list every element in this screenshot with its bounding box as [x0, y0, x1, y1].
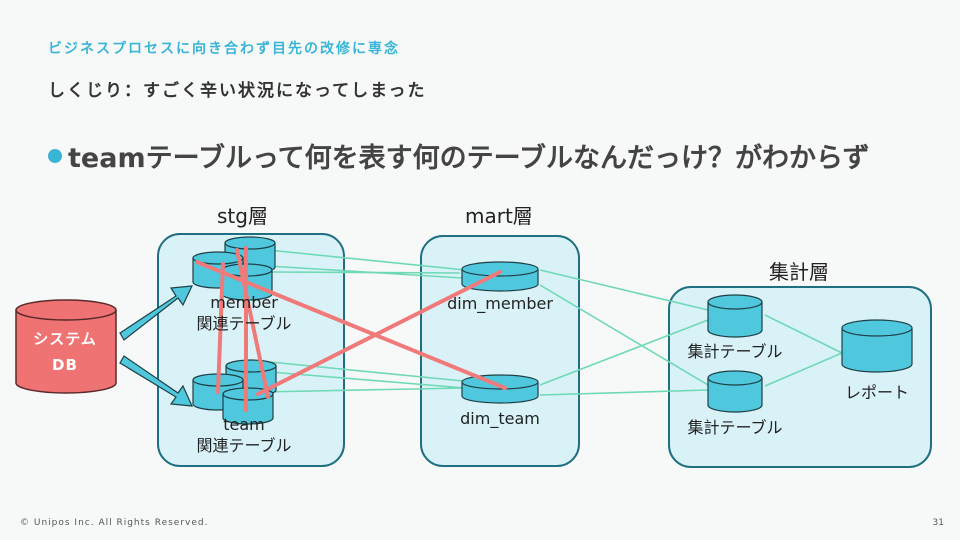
source-db-cylinder — [15, 299, 117, 394]
agg-table-cylinder-2 — [707, 370, 763, 413]
slide-heading: しくじり：すごく辛い状況になってしまった — [48, 81, 427, 101]
dim-member-cylinder — [461, 261, 539, 292]
green-connections — [261, 249, 843, 396]
stg-team-label-line2: 関連テーブル — [196, 436, 292, 455]
bullet-text: teamテーブルって何を表す何のテーブルなんだっけ？がわからず — [68, 143, 870, 174]
slide-subtitle: ビジネスプロセスに向き合わず目先の改修に専念 — [48, 41, 400, 57]
dim-team-label: dim_team — [460, 409, 540, 428]
dim-member-label: dim_member — [447, 294, 553, 313]
agg-layer-label: 集計層 — [769, 260, 829, 284]
ingest-arrow-upper — [119, 285, 193, 341]
agg-table-label-2: 集計テーブル — [687, 418, 783, 437]
source-db-label-line1: システム — [33, 330, 97, 348]
footer-copyright: © Unipos Inc. All Rights Reserved. — [20, 518, 209, 528]
stg-layer-label: stg層 — [217, 204, 268, 228]
report-cylinder — [841, 319, 913, 373]
bullet-dot-icon — [48, 148, 62, 163]
bullet-point: teamテーブルって何を表す何のテーブルなんだっけ？がわからず — [48, 136, 869, 175]
agg-table-label-1: 集計テーブル — [687, 342, 783, 361]
report-label: レポート — [844, 383, 909, 402]
agg-table-cylinder-1 — [707, 294, 763, 338]
tangled-dependency-lines — [195, 246, 507, 412]
stg-member-label-line2: 関連テーブル — [196, 314, 292, 333]
source-db-label-line2: DB — [52, 356, 78, 374]
stg-member-label-line1: member — [210, 293, 278, 312]
mart-layer-label: mart層 — [465, 204, 533, 228]
page-number: 31 — [932, 518, 944, 528]
ingest-arrow-lower — [119, 355, 193, 407]
stg-team-label-line1: team — [223, 415, 265, 434]
dim-team-cylinder — [461, 374, 539, 404]
